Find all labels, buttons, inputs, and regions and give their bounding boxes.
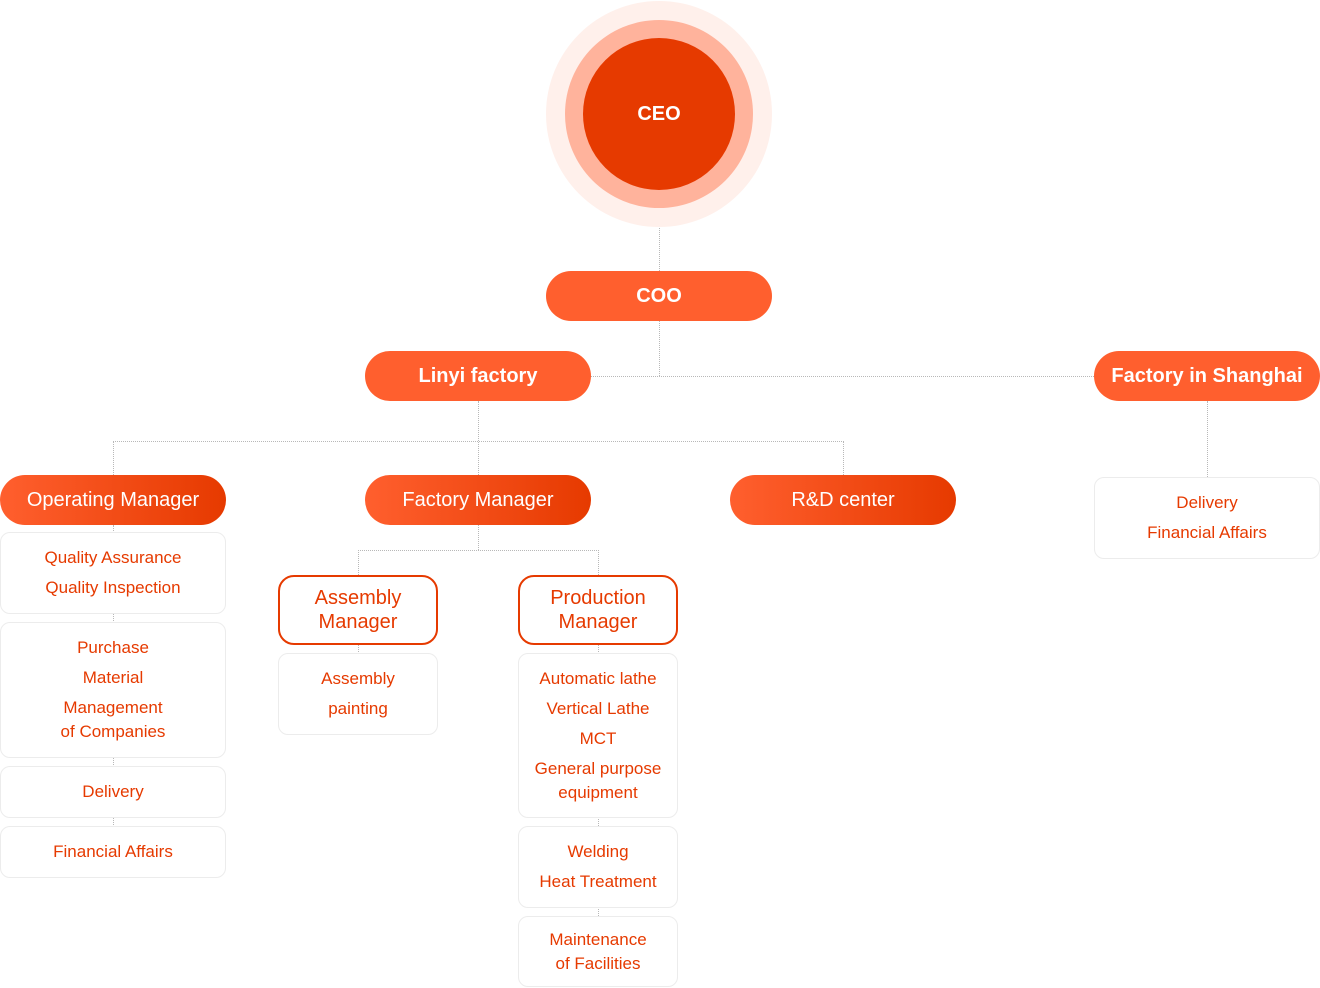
operating-item: Management [63,698,163,717]
operating-item: Purchase [77,638,149,657]
operating-item: Quality Inspection [45,578,181,597]
assembly-manager-label: Assembly [314,587,402,609]
connector-to-rd [843,441,844,475]
operating-item: Financial Affairs [53,842,173,861]
connector-to-operating [113,441,114,475]
rd-center-node: R&D center [730,475,956,525]
production-item: equipment [558,782,638,802]
operating-item: Quality Assurance [44,548,182,567]
assembly-manager-node: Assembly Manager [278,575,438,645]
coo-node: COO [546,271,772,321]
connector-shanghai-down [1207,401,1208,477]
production-item: of Facilities [555,953,641,973]
shanghai-factory-node: Factory in Shanghai [1094,351,1320,401]
production-item: Heat Treatment [539,872,657,891]
operating-item: Delivery [82,782,144,801]
coo-label: COO [636,284,682,307]
shanghai-item: Delivery [1176,493,1238,512]
operating-purchase-box: Purchase Material Management of Companie… [0,622,226,758]
shanghai-item: Financial Affairs [1147,523,1267,542]
connector-factories-horizontal [591,376,1094,377]
rd-center-label: R&D center [791,488,895,511]
linyi-factory-label: Linyi factory [418,364,538,387]
production-item: Welding [567,842,629,861]
assembly-manager-label: Manager [318,611,398,633]
assembly-items-box: Assembly painting [278,653,438,735]
operating-quality-box: Quality Assurance Quality Inspection [0,532,226,614]
linyi-factory-node: Linyi factory [365,351,591,401]
connector-linyi-branches [113,441,844,442]
operating-manager-node: Operating Manager [0,475,226,525]
production-item: MCT [579,728,617,748]
production-item: General purpose [534,758,662,778]
assembly-item: painting [328,699,388,718]
connector-ceo-coo [659,208,660,271]
ceo-node: CEO [583,38,735,190]
operating-financial-box: Financial Affairs [0,826,226,878]
connector-linyi-down [478,401,479,475]
production-item: Automatic lathe [539,668,657,688]
ceo-label: CEO [637,102,681,125]
connector-coo-factories [659,321,660,376]
operating-manager-label: Operating Manager [26,488,200,511]
production-item: Maintenance [549,929,647,949]
factory-manager-node: Factory Manager [365,475,591,525]
shanghai-items-box: Delivery Financial Affairs [1094,477,1320,559]
connector-factory-manager-branches [358,550,599,551]
production-item: Vertical Lathe [546,698,650,718]
production-manager-label: Production [550,587,646,609]
production-machines-box: Automatic lathe Vertical Lathe MCT Gener… [518,653,678,818]
factory-manager-label: Factory Manager [402,488,554,511]
operating-delivery-box: Delivery [0,766,226,818]
operating-item: Material [82,668,144,687]
assembly-item: Assembly [321,669,395,688]
production-welding-box: Welding Heat Treatment [518,826,678,908]
operating-item: of Companies [60,722,166,741]
production-manager-label: Manager [558,611,638,633]
connector-factory-manager-down [478,525,479,550]
connector-to-production [598,550,599,575]
connector-assembly-stack [358,644,359,654]
production-manager-node: Production Manager [518,575,678,645]
shanghai-factory-label: Factory in Shanghai [1111,364,1303,387]
production-maintenance-box: Maintenance of Facilities [518,916,678,987]
connector-to-assembly [358,550,359,575]
